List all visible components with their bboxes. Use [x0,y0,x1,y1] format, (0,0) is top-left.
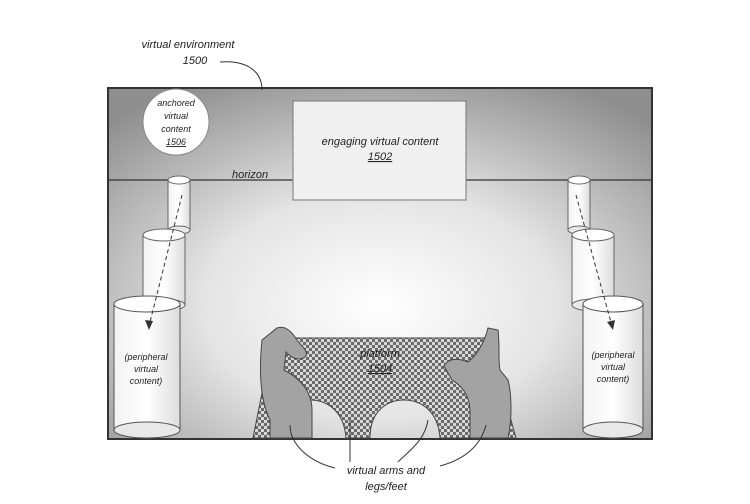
environment-ref: 1500 [183,55,208,67]
peripheral-right-line3: content) [597,374,630,384]
anchored-line2: virtual [164,111,189,121]
anchored-ref: 1506 [166,137,186,147]
engaging-content-ref: 1502 [368,151,392,163]
environment-label: virtual environment [142,39,236,51]
anchored-line1: anchored [157,98,196,108]
peripheral-left-line1: (peripheral [124,352,168,362]
peripheral-right-line1: (peripheral [591,350,635,360]
platform-label: platform [359,348,400,360]
limbs-label-line2: legs/feet [365,481,408,493]
engaging-content-label: engaging virtual content [322,136,440,148]
engaging-virtual-content-panel [292,100,467,201]
peripheral-left-line3: content) [130,376,163,386]
left-peripheral-arrow [145,194,183,330]
peripheral-right-line2: virtual [601,362,626,372]
left-virtual-arm [259,326,313,439]
anchored-virtual-content-circle [142,88,210,156]
peripheral-left-line2: virtual [134,364,159,374]
limbs-leader-lines [289,419,487,469]
right-peripheral-arrow [575,194,615,330]
horizon-label: horizon [232,169,268,181]
platform-ref: 1504 [368,363,392,375]
anchored-line3: content [161,124,191,134]
right-virtual-arm [443,327,512,439]
limbs-label-line1: virtual arms and [347,465,426,477]
environment-leader-line [219,61,263,91]
